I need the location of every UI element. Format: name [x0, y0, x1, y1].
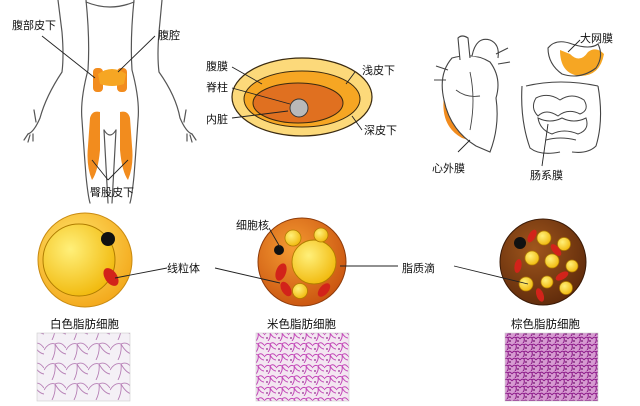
label-abdominal-subcutaneous: 腹部皮下 — [12, 18, 56, 32]
caption-brown-adipocyte: 棕色脂肪细胞 — [511, 317, 580, 331]
right-thigh-fat — [120, 111, 133, 180]
cell-leader-lines — [114, 227, 529, 285]
label-nucleus: 细胞核 — [236, 218, 269, 232]
body-fat-depots — [87, 68, 133, 180]
white-adipocyte — [37, 212, 133, 308]
white-adipose-histology — [36, 332, 131, 402]
label-greater-omentum: 大网膜 — [580, 31, 613, 45]
omentum-fat — [560, 49, 604, 76]
label-gluteofemoral-subcutaneous: 臀股皮下 — [90, 186, 134, 199]
left-thigh-fat — [87, 111, 100, 180]
beige-adipocyte — [257, 217, 347, 307]
intestine-leader-lines — [541, 39, 581, 167]
label-mitochondria: 线粒体 — [167, 261, 200, 275]
label-mesentery: 肠系膜 — [530, 169, 563, 182]
white-mitochondrion — [103, 268, 119, 286]
beige-lipid-droplet — [291, 239, 337, 285]
intestine-illustration — [521, 41, 604, 154]
spine-shape — [289, 98, 309, 118]
body-leader-lines — [41, 35, 156, 181]
label-lipid-droplet: 脂质滴 — [402, 261, 435, 275]
cross-section-leader-lines — [231, 66, 363, 131]
brown-nucleus — [514, 237, 526, 249]
white-nucleus — [101, 232, 115, 246]
brown-adipocyte — [499, 218, 587, 306]
caption-beige-adipocyte: 米色脂肪细胞 — [267, 317, 336, 331]
brown-lipid-droplet — [518, 276, 534, 292]
abdominal-cavity-fat — [98, 69, 126, 86]
beige-adipose-histology — [255, 332, 350, 402]
body-figure — [23, 0, 197, 204]
brown-adipose-histology — [504, 332, 599, 402]
label-epicardium: 心外膜 — [432, 162, 465, 175]
label-viscera: 内脏 — [206, 112, 228, 126]
heart-illustration — [434, 35, 511, 153]
label-deep-subcutaneous: 深皮下 — [364, 124, 397, 137]
epicardium-leader — [457, 139, 471, 153]
beige-nucleus — [274, 245, 284, 255]
label-abdominal-cavity: 腹腔 — [158, 28, 180, 42]
label-superficial-subcutaneous: 浅皮下 — [362, 64, 395, 77]
abdomen-cross-section — [231, 57, 373, 137]
caption-white-adipocyte: 白色脂肪细胞 — [50, 317, 119, 331]
white-lipid-droplet — [42, 223, 116, 297]
label-peritoneum: 腹膜 — [206, 59, 228, 73]
label-spine: 脊柱 — [206, 80, 228, 94]
